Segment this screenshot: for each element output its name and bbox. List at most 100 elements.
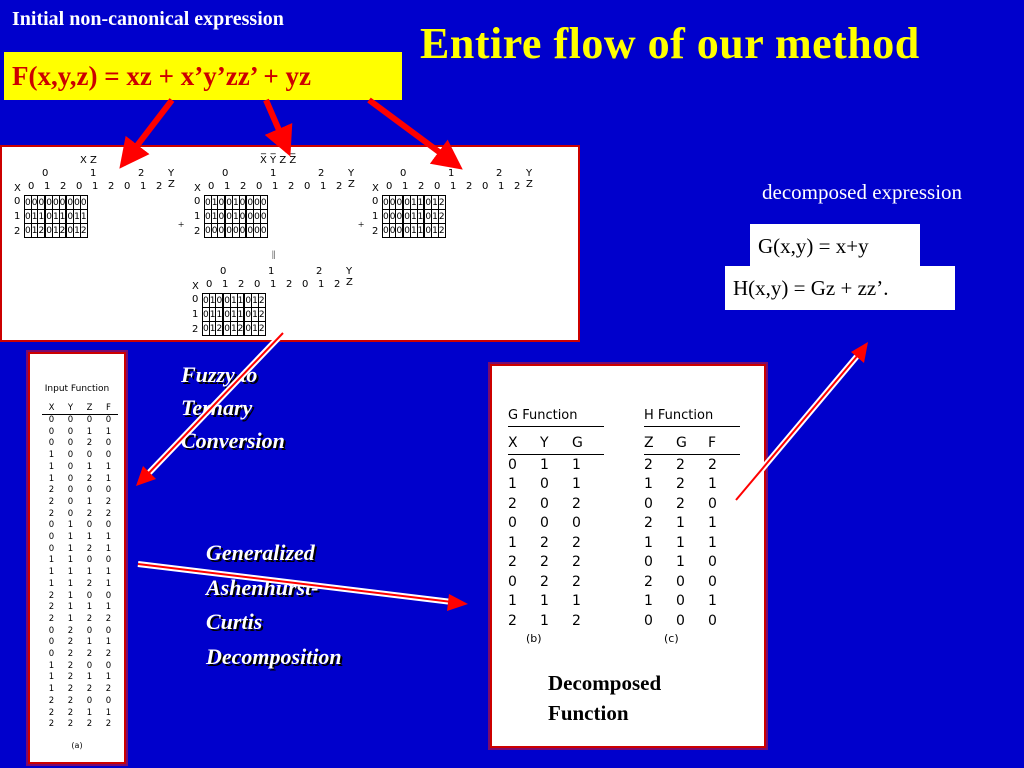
input-cell: 0 xyxy=(105,590,112,601)
kmap-z-digit: 0 xyxy=(124,181,131,192)
kmap-z-digit: 0 xyxy=(386,181,393,192)
input-cell: 1 xyxy=(86,426,93,437)
h-function-cell: 2 xyxy=(676,476,685,493)
h-function-cell: 2 xyxy=(708,456,717,473)
kmap-cell: 2 xyxy=(58,223,68,238)
g-function-cell: 2 xyxy=(508,554,517,571)
step-label-line: Curtis xyxy=(206,609,263,634)
input-cell: 0 xyxy=(86,450,93,461)
input-cell: 1 xyxy=(105,567,112,578)
input-cell: 1 xyxy=(48,672,55,683)
input-cell: 1 xyxy=(48,473,55,484)
kmap-x-digit: 0 xyxy=(14,196,21,207)
input-cell: 1 xyxy=(67,555,74,566)
kmap-z-digit: 2 xyxy=(238,279,245,290)
h-function-title: H Function xyxy=(644,408,740,427)
input-cell: 2 xyxy=(86,613,93,624)
kmap-term-label: X Z xyxy=(80,155,97,166)
h-expression-box: H(x,y) = Gz + zz’. xyxy=(725,266,955,310)
g-function-header-cell: X xyxy=(508,427,540,455)
kmap-x-axis-label: X xyxy=(14,183,21,194)
g-function-cell: 2 xyxy=(572,554,581,571)
kmap-x-axis-label: X xyxy=(194,183,201,194)
arrow-decomposition xyxy=(137,561,468,611)
input-cell: 2 xyxy=(86,473,93,484)
input-cell: 0 xyxy=(105,450,112,461)
g-function-cell: 2 xyxy=(540,573,549,590)
kmap-z-digit: 1 xyxy=(320,181,327,192)
input-cell: 2 xyxy=(67,660,74,671)
input-cell: 2 xyxy=(48,707,55,718)
kmap-cell: 2 xyxy=(437,223,446,238)
kmap-term-label: X̅ Y̅ Z Z̅ xyxy=(260,155,297,166)
input-cell: 1 xyxy=(105,637,112,648)
h-function-cell: 2 xyxy=(676,495,685,512)
input-cell: 1 xyxy=(67,532,74,543)
input-cell: 2 xyxy=(105,719,112,730)
input-cell: 0 xyxy=(86,415,93,425)
input-cell: 1 xyxy=(105,707,112,718)
input-cell: 1 xyxy=(67,590,74,601)
input-cell: 1 xyxy=(86,567,93,578)
kmap-cell: 0 xyxy=(423,223,433,238)
input-cell: 0 xyxy=(67,426,74,437)
input-cell: 2 xyxy=(48,695,55,706)
step-label-line: Decomposition xyxy=(206,643,342,669)
input-cell: 0 xyxy=(105,660,112,671)
kmap-x-axis-label: X xyxy=(192,281,199,292)
input-cell: 2 xyxy=(67,684,74,695)
kmap-z-digit: 2 xyxy=(514,181,521,192)
h-function-cell: 1 xyxy=(676,534,685,551)
kmap-y-axis-label: Y xyxy=(526,168,533,179)
decomposed-caption-line: Decomposed xyxy=(548,671,662,695)
input-cell: 1 xyxy=(67,567,74,578)
kmap-cell: 2 xyxy=(215,321,225,336)
h-function-cell: 0 xyxy=(676,612,685,629)
input-cell: 2 xyxy=(86,649,93,660)
h-function-cell: 0 xyxy=(644,612,653,629)
kmap-z-digit: 1 xyxy=(270,279,277,290)
g-function-header-cell: G xyxy=(572,427,604,455)
kmap-z-digit: 2 xyxy=(60,181,67,192)
plus-sign: + xyxy=(178,219,185,231)
kmap-z-digit: 1 xyxy=(318,279,325,290)
h-function-cell: 1 xyxy=(708,534,717,551)
kmap-z-digit: 2 xyxy=(466,181,473,192)
ashenhurst-curtis-label: Generalized Ashenhurst- Curtis Decomposi… xyxy=(206,536,342,674)
input-cell: 0 xyxy=(86,695,93,706)
input-cell: 1 xyxy=(67,578,74,589)
kmap-y-axis-label: Y xyxy=(168,168,175,179)
g-function-cell: 0 xyxy=(572,515,581,532)
input-cell: 0 xyxy=(67,461,74,472)
input-cell: 0 xyxy=(86,485,93,496)
input-header-cell: X xyxy=(42,402,61,415)
input-cell: 2 xyxy=(48,485,55,496)
g-function-cell: 0 xyxy=(508,573,517,590)
h-function-cell: 2 xyxy=(676,456,685,473)
g-function-cell: 0 xyxy=(508,456,517,473)
kmap-z-digit: 2 xyxy=(334,279,341,290)
g-function-cell: 2 xyxy=(572,573,581,590)
initial-expression-caption: Initial non-canonical expression xyxy=(12,8,284,30)
input-function-footer: (a) xyxy=(71,741,83,750)
input-cell: 0 xyxy=(86,625,93,636)
